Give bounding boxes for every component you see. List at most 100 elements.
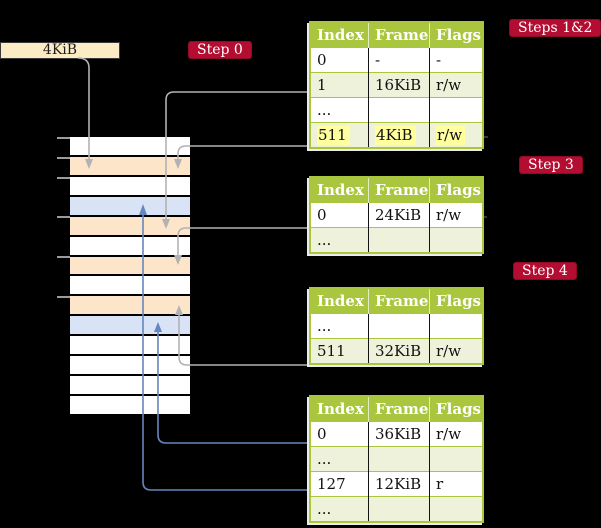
- arrow-entry511-to-4kib-frame: [174, 145, 310, 169]
- table-cell: [368, 97, 430, 123]
- table-cell: ...: [310, 446, 369, 472]
- table-cell: ...: [310, 97, 369, 123]
- memory-frame-row-peach: [70, 256, 190, 275]
- memory-frame-row-peach: [70, 216, 190, 235]
- badge-step-4: Step 4: [513, 262, 577, 280]
- table-cell: [368, 446, 430, 472]
- table-cell: r/w: [429, 421, 483, 447]
- badge-step-3: Step 3: [519, 156, 583, 174]
- table-cell: 4KiB: [368, 122, 430, 148]
- highlighted-value: 511: [317, 126, 350, 145]
- memory-frame-row-blue: [70, 316, 190, 335]
- table-cell: r/w: [429, 72, 483, 98]
- memory-tick: [57, 256, 70, 258]
- memory-frame-row-white: [70, 395, 190, 414]
- column-header: Flags: [429, 22, 483, 48]
- table-cell: 0: [310, 47, 369, 73]
- table-cell: ...: [310, 227, 369, 253]
- highlighted-value: r/w: [436, 126, 466, 145]
- table-cell: r/w: [429, 202, 483, 228]
- table-cell: 24KiB: [368, 202, 430, 228]
- column-header: Frame: [368, 396, 430, 422]
- table-cell: 0: [310, 421, 369, 447]
- table-cell: r: [429, 471, 483, 497]
- memory-frame-row-white: [70, 356, 190, 375]
- memory-tick: [57, 157, 70, 159]
- table-cell: [429, 97, 483, 123]
- table-cell: -: [368, 47, 430, 73]
- table-cell: [368, 227, 430, 253]
- table-cell: 511: [310, 122, 369, 148]
- table-cell: 12KiB: [368, 471, 430, 497]
- table-cell: ...: [310, 313, 369, 339]
- badge-steps-1-2: Steps 1&2: [509, 19, 601, 37]
- table-cell: 1: [310, 72, 369, 98]
- memory-frame-row-peach: [70, 156, 190, 175]
- memory-tick: [57, 296, 70, 298]
- table-row: ...: [310, 97, 483, 123]
- arrow-entry511-to-32kib-frame: [175, 305, 310, 366]
- table-cell: 36KiB: [368, 421, 430, 447]
- table-cell: 32KiB: [368, 338, 430, 364]
- memory-frame-row-white: [70, 176, 190, 195]
- table-cell: r/w: [429, 122, 483, 148]
- memory-frame-row-peach: [70, 296, 190, 315]
- table-row: 0--: [310, 47, 483, 73]
- memory-tick: [57, 177, 70, 179]
- highlighted-value: 4KiB: [375, 126, 416, 145]
- table-cell: 16KiB: [368, 72, 430, 98]
- table-row: 511 4KiB r/w: [310, 122, 483, 148]
- column-header: Frame: [368, 177, 430, 203]
- table-cell: r/w: [429, 338, 483, 364]
- table-cell: [429, 227, 483, 253]
- frame-label: 4KiB: [42, 42, 78, 58]
- memory-frame-row-white: [70, 276, 190, 295]
- table-cell: 127: [310, 471, 369, 497]
- table-row: ...: [310, 496, 483, 522]
- table-cell: [429, 496, 483, 522]
- memory-frame-row-white: [70, 376, 190, 394]
- table-cell: -: [429, 47, 483, 73]
- table-cell: [368, 496, 430, 522]
- table-row: ...: [310, 227, 483, 253]
- memory-tick: [57, 137, 70, 139]
- table-cell: [429, 313, 483, 339]
- table-cell: 0: [310, 202, 369, 228]
- memory-frame-row-white: [70, 137, 190, 155]
- physical-memory-stack: [70, 137, 190, 414]
- memory-frame-row-white: [70, 336, 190, 355]
- memory-frame-row-blue: [70, 196, 190, 215]
- table-cell: 511: [310, 338, 369, 364]
- arrow-entry0-to-24kib-frame: [174, 227, 310, 265]
- table-cell: [429, 446, 483, 472]
- memory-tick: [57, 216, 70, 218]
- column-header: Index: [310, 396, 369, 422]
- column-header: Frame: [368, 288, 430, 314]
- column-header: Index: [310, 288, 369, 314]
- frame-label-box: 4KiB: [0, 42, 120, 59]
- table-row: ...: [310, 313, 483, 339]
- table-row: ...: [310, 446, 483, 472]
- table-cell: ...: [310, 496, 369, 522]
- column-header: Frame: [368, 22, 430, 48]
- column-header: Flags: [429, 396, 483, 422]
- table-cell: [368, 313, 430, 339]
- column-header: Flags: [429, 177, 483, 203]
